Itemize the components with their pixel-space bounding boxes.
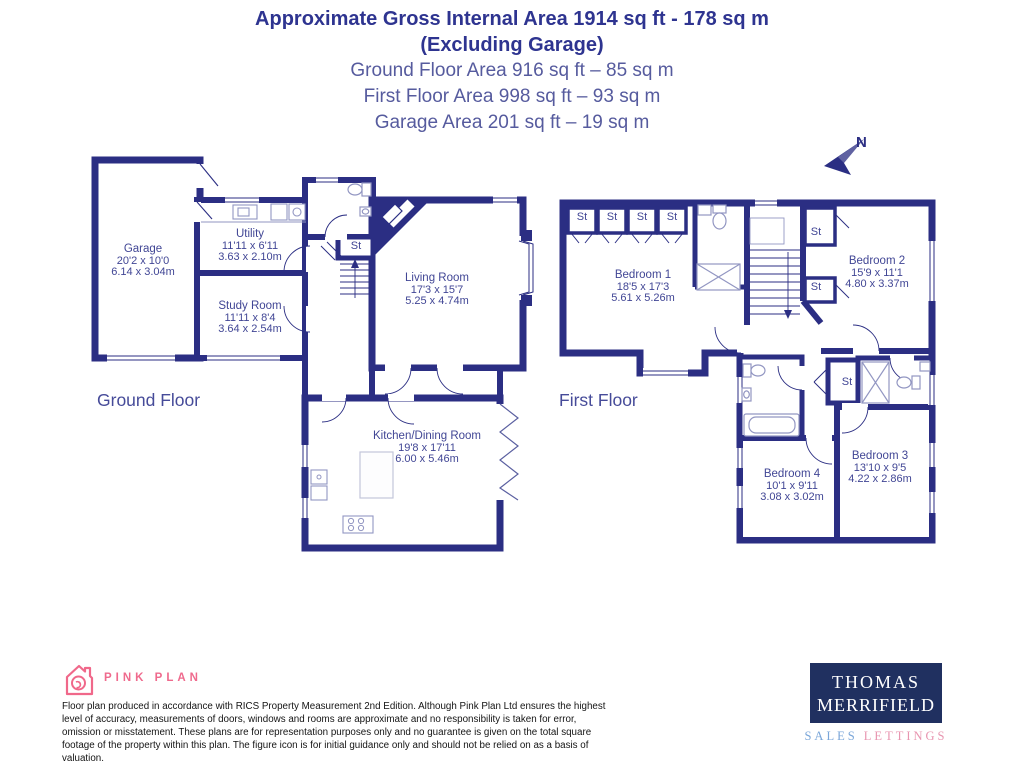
agent-name-line2: MERRIFIELD — [817, 695, 935, 715]
storage-label: St — [606, 211, 618, 223]
storage-label: St — [666, 211, 678, 223]
utility-counter-icon — [201, 203, 306, 223]
agent-tagline-sales: SALES — [804, 729, 858, 743]
bay-window — [516, 230, 534, 306]
room-label-living-room: Living Room 17'3 x 15'7 5.25 x 4.74m — [405, 272, 469, 307]
storage-closets — [566, 206, 837, 304]
ensuite-fixtures — [696, 204, 741, 291]
kitchen-fixtures — [310, 451, 394, 534]
shower-icon — [696, 263, 741, 291]
ground-windows — [107, 176, 517, 518]
ground-doors — [193, 163, 464, 425]
pink-plan-house-icon — [65, 664, 94, 696]
bath-icon — [743, 413, 800, 437]
storage-label: St — [810, 226, 822, 238]
pink-plan-brand: PINK PLAN — [104, 672, 202, 684]
stairs-up — [340, 259, 370, 298]
storage-label: St — [350, 240, 362, 252]
room-label-bedroom3: Bedroom 3 13'10 x 9'5 4.22 x 2.86m — [848, 450, 912, 485]
excluding-garage-line: (Excluding Garage) — [420, 34, 604, 56]
header-title-block: Approximate Gross Internal Area 1914 sq … — [0, 6, 1024, 136]
stairs-down — [749, 217, 800, 319]
agent-tagline: SALES LETTINGS — [796, 729, 956, 744]
ground-floor-label: Ground Floor — [97, 390, 201, 410]
gross-area-line: Approximate Gross Internal Area 1914 sq … — [255, 8, 769, 30]
ground-floor-area-line: Ground Floor Area 916 sq ft – 85 sq m — [350, 60, 674, 81]
storage-label: St — [810, 281, 822, 293]
room-label-bedroom1: Bedroom 1 18'5 x 17'3 5.61 x 5.26m — [611, 269, 675, 304]
storage-label: St — [576, 211, 588, 223]
compass-north-icon — [824, 139, 864, 175]
room-label-kitchen-dining: Kitchen/Dining Room 19'8 x 17'11 6.00 x … — [372, 430, 482, 465]
room-label-garage: Garage 20'2 x 10'0 6.14 x 3.04m — [111, 243, 175, 278]
ground-floor-plan — [91, 156, 534, 552]
shower-icon — [861, 361, 890, 404]
shower-room-fixtures — [861, 361, 931, 404]
first-doors — [714, 324, 915, 465]
first-floor-plan — [559, 199, 936, 544]
bifold-doors — [495, 403, 519, 501]
agent-name-line1: THOMAS — [831, 672, 920, 692]
room-label-bedroom2: Bedroom 2 15'9 x 11'1 4.80 x 3.37m — [845, 255, 909, 290]
compass-n-label: N — [856, 134, 867, 151]
bathroom-fixtures — [741, 363, 800, 437]
closet-doors — [570, 213, 850, 397]
room-label-utility: Utility 11'11 x 6'11 3.63 x 2.10m — [218, 228, 282, 263]
room-label-bedroom4: Bedroom 4 10'1 x 9'11 3.08 x 3.02m — [760, 468, 824, 503]
agent-logo: THOMAS MERRIFIELD — [810, 663, 942, 723]
wc-toilet-icon — [347, 182, 372, 217]
storage-label: St — [841, 376, 853, 388]
front-entrance — [373, 199, 430, 257]
first-windows — [643, 199, 936, 513]
disclaimer-text: Floor plan produced in accordance with R… — [62, 701, 606, 765]
first-floor-area-line: First Floor Area 998 sq ft – 93 sq m — [363, 86, 661, 107]
garage-area-line: Garage Area 201 sq ft – 19 sq m — [374, 112, 650, 133]
first-floor-label: First Floor — [559, 390, 638, 410]
room-label-study-room: Study Room 11'11 x 8'4 3.64 x 2.54m — [218, 300, 282, 335]
hob-icon — [342, 515, 374, 534]
storage-label: St — [636, 211, 648, 223]
agent-tagline-lettings: LETTINGS — [863, 729, 948, 743]
